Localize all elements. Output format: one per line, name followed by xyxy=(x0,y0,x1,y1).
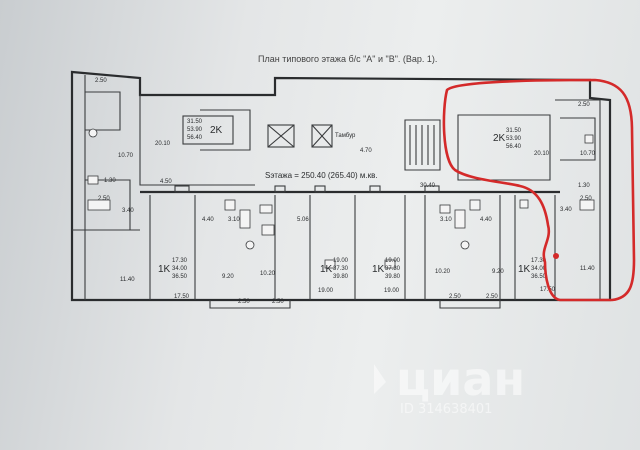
svg-text:17.30: 17.30 xyxy=(531,258,547,264)
svg-text:37.30: 37.30 xyxy=(385,266,401,272)
svg-text:17.50: 17.50 xyxy=(540,287,556,293)
svg-text:1K: 1K xyxy=(372,264,385,275)
svg-text:4.40: 4.40 xyxy=(480,217,492,223)
apt-1k-d: 1K 17.30 34.00 36.50 xyxy=(518,258,547,280)
svg-text:17.50: 17.50 xyxy=(174,294,190,300)
svg-text:39.80: 39.80 xyxy=(333,274,349,280)
svg-text:9.20: 9.20 xyxy=(492,269,504,275)
floor-area: Sэтажа = 250.40 (265.40) м.кв. xyxy=(265,171,378,180)
svg-text:2.50: 2.50 xyxy=(98,196,110,202)
svg-text:37.30: 37.30 xyxy=(333,266,349,272)
apt-1k-b: 1K 19.00 37.30 39.80 xyxy=(320,258,349,280)
svg-text:4.50: 4.50 xyxy=(160,179,172,185)
svg-text:3.10: 3.10 xyxy=(228,217,240,223)
svg-text:56.40: 56.40 xyxy=(187,135,203,141)
svg-text:1K: 1K xyxy=(518,264,531,275)
svg-text:3.40: 3.40 xyxy=(560,207,572,213)
svg-text:20.10: 20.10 xyxy=(155,141,171,147)
svg-text:2.50: 2.50 xyxy=(238,299,250,305)
svg-text:36.50: 36.50 xyxy=(531,274,547,280)
svg-text:56.40: 56.40 xyxy=(506,144,522,150)
svg-text:9.20: 9.20 xyxy=(222,274,234,280)
svg-text:2K: 2K xyxy=(493,133,506,144)
svg-text:1.30: 1.30 xyxy=(578,183,590,189)
svg-text:3.40: 3.40 xyxy=(122,208,134,214)
svg-text:10.20: 10.20 xyxy=(435,269,451,275)
watermark-brand: циан xyxy=(396,352,525,406)
svg-text:2K: 2K xyxy=(210,125,223,136)
svg-text:1K: 1K xyxy=(158,264,171,275)
svg-text:2.50: 2.50 xyxy=(272,299,284,305)
svg-text:19.00: 19.00 xyxy=(333,258,349,264)
svg-text:53.90: 53.90 xyxy=(506,136,522,142)
svg-text:20.10: 20.10 xyxy=(534,151,550,157)
svg-text:53.90: 53.90 xyxy=(187,127,203,133)
svg-text:19.00: 19.00 xyxy=(385,258,401,264)
svg-text:10.70: 10.70 xyxy=(118,153,134,159)
svg-text:2.50: 2.50 xyxy=(486,294,498,300)
svg-text:34.00: 34.00 xyxy=(531,266,547,272)
svg-text:31.50: 31.50 xyxy=(506,128,522,134)
svg-text:11.40: 11.40 xyxy=(120,277,135,283)
svg-text:36.50: 36.50 xyxy=(172,274,188,280)
apt-1k-c: 1K 19.00 37.30 39.80 xyxy=(372,258,401,280)
svg-text:1.30: 1.30 xyxy=(104,178,116,184)
svg-text:2.50: 2.50 xyxy=(95,78,107,84)
tambour-label: Тамбур xyxy=(335,133,356,139)
apt-1k-a: 1K 17.30 34.00 36.50 xyxy=(158,258,188,280)
cian-watermark: циан ID 314638401 xyxy=(374,352,525,417)
svg-text:19.00: 19.00 xyxy=(318,288,334,294)
svg-text:10.20: 10.20 xyxy=(260,271,276,277)
svg-text:2.50: 2.50 xyxy=(580,196,592,202)
plan-walls xyxy=(70,70,612,309)
plan-title: План типового этажа б/с "А" и "В". (Вар.… xyxy=(258,54,437,64)
svg-text:4.70: 4.70 xyxy=(360,148,372,154)
svg-text:5.06: 5.06 xyxy=(297,217,309,223)
svg-text:19.00: 19.00 xyxy=(384,288,400,294)
bathroom-fixtures xyxy=(87,128,595,269)
svg-text:2.50: 2.50 xyxy=(449,294,461,300)
svg-text:17.30: 17.30 xyxy=(172,258,188,264)
svg-text:34.00: 34.00 xyxy=(172,266,188,272)
watermark-id: ID 314638401 xyxy=(400,402,492,417)
svg-text:2.50: 2.50 xyxy=(578,102,590,108)
svg-text:1K: 1K xyxy=(320,264,333,275)
apt-2k-right: 2K 31.50 53.90 56.40 xyxy=(493,128,522,150)
svg-text:10.70: 10.70 xyxy=(580,151,596,157)
svg-text:4.40: 4.40 xyxy=(202,217,214,223)
svg-text:31.50: 31.50 xyxy=(187,119,203,125)
svg-text:11.40: 11.40 xyxy=(580,266,595,272)
svg-text:39.80: 39.80 xyxy=(385,274,401,280)
cian-logo-icon xyxy=(374,364,386,394)
svg-text:30.40: 30.40 xyxy=(420,183,436,189)
svg-text:3.10: 3.10 xyxy=(440,217,452,223)
red-pen-mark xyxy=(553,253,559,259)
area-labels: 2.50 20.10 10.70 1.30 2.50 3.40 11.40 4.… xyxy=(95,78,596,305)
red-highlight-outline xyxy=(442,78,636,302)
apt-2k-left: 31.50 53.90 56.40 2K xyxy=(182,115,234,145)
